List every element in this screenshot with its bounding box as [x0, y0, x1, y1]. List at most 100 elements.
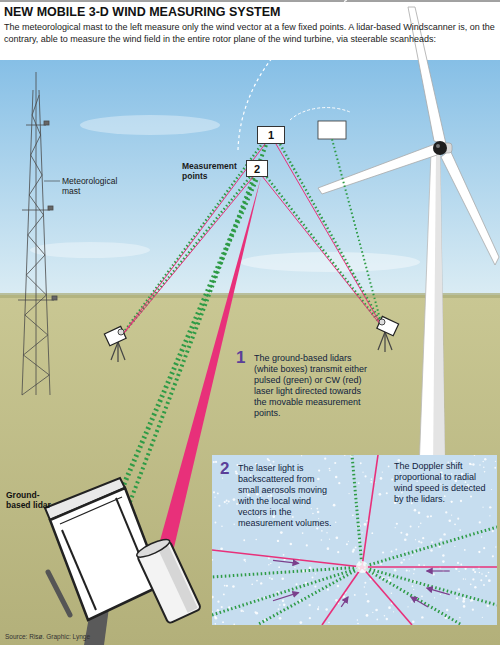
background — [0, 293, 500, 298]
inset-illustration — [451, 501, 453, 503]
inset-illustration — [318, 606, 319, 607]
inset-illustration — [446, 609, 448, 611]
callout-number: 1 — [258, 129, 284, 142]
inset-illustration — [422, 537, 424, 539]
inset-illustration — [312, 576, 314, 578]
laser-beams — [118, 177, 250, 340]
inset-illustration — [483, 467, 484, 468]
inset-illustration — [489, 515, 490, 516]
inset-illustration — [451, 501, 453, 503]
inset-illustration — [324, 458, 326, 460]
inset-illustration — [348, 541, 349, 542]
wind-turbine — [318, 121, 346, 139]
small-lidar — [104, 326, 126, 345]
inset-illustration — [255, 612, 258, 615]
inset-illustration — [406, 569, 408, 571]
inset-illustration — [273, 461, 275, 463]
inset-illustration — [463, 597, 466, 600]
inset-illustration — [434, 597, 435, 598]
inset-illustration — [364, 523, 367, 526]
inset-illustration — [326, 532, 327, 533]
inset-illustration — [417, 547, 419, 549]
inset-illustration — [224, 585, 226, 587]
inset-illustration — [317, 478, 320, 481]
inset-illustration — [357, 623, 359, 625]
inset-illustration — [281, 577, 284, 580]
meteorological-mast — [44, 181, 60, 182]
inset-illustration — [312, 513, 314, 515]
inset-illustration — [459, 529, 461, 531]
inset-illustration — [388, 577, 389, 578]
inset-illustration — [362, 567, 462, 625]
inset-illustration — [382, 551, 384, 553]
inset-illustration — [352, 455, 362, 567]
meteorological-mast — [22, 210, 50, 211]
inset-illustration — [302, 532, 304, 534]
wind-turbine — [433, 141, 447, 155]
inset-illustration — [335, 476, 338, 479]
inset-illustration — [213, 491, 215, 493]
inset-illustration — [431, 541, 433, 543]
inset-illustration — [316, 508, 318, 510]
inset-illustration — [371, 532, 373, 534]
inset-illustration — [344, 455, 345, 456]
inset-illustration — [283, 554, 285, 556]
inset-illustration — [215, 617, 218, 620]
measurement-box: 1 — [257, 126, 285, 144]
inset-illustration — [273, 560, 450, 607]
inset-illustration — [362, 472, 363, 473]
inset-illustration — [356, 561, 368, 573]
inset-illustration — [395, 549, 397, 551]
inset-illustration — [389, 579, 392, 582]
inset-illustration — [442, 560, 445, 563]
inset-illustration — [451, 514, 452, 515]
inset-illustration — [479, 464, 481, 466]
inset-illustration — [386, 618, 388, 620]
inset-illustration — [427, 570, 450, 571]
inset-illustration — [420, 522, 421, 523]
inset-illustration — [471, 599, 473, 601]
inset-illustration — [440, 594, 441, 595]
inset-illustration — [391, 592, 393, 594]
callout-number: 2 — [220, 460, 238, 478]
inset-illustration — [212, 550, 362, 567]
inset-illustration — [214, 497, 215, 498]
inset-illustration — [411, 597, 428, 607]
meteorological-mast — [52, 296, 57, 300]
inset-illustration — [474, 571, 476, 573]
inset-illustration — [212, 455, 497, 625]
inset-illustration — [479, 572, 480, 573]
inset-illustration — [367, 600, 370, 603]
inset-illustration — [488, 579, 491, 582]
inset-illustration — [406, 533, 409, 536]
inset-illustration — [215, 461, 217, 463]
inset-illustration — [372, 612, 373, 613]
small-lidar — [378, 332, 385, 350]
inset-illustration — [221, 606, 223, 608]
inset-illustration — [405, 551, 407, 553]
inset-illustration — [489, 506, 491, 508]
inset-illustration — [226, 500, 228, 502]
inset-illustration — [481, 536, 482, 537]
inset-illustration — [321, 530, 323, 532]
inset-illustration — [236, 503, 238, 505]
inset-illustration — [480, 579, 482, 581]
inset-illustration — [294, 567, 295, 568]
inset-illustration — [212, 455, 497, 625]
inset-illustration — [269, 577, 271, 579]
inset-illustration — [290, 543, 293, 546]
background — [30, 242, 150, 258]
callout-text: The ground-based lidars (white boxes) tr… — [254, 353, 376, 419]
laser-beams — [118, 144, 262, 340]
inset-illustration — [409, 558, 410, 559]
inset-illustration — [464, 568, 466, 570]
meteorological-mast — [26, 125, 46, 126]
wind-turbine — [436, 144, 440, 148]
inset-illustration — [445, 617, 448, 620]
inset-illustration — [346, 543, 348, 545]
inset-illustration — [488, 572, 490, 574]
inset-illustration — [309, 604, 311, 606]
inset-illustration — [302, 570, 305, 573]
inset-illustration — [379, 493, 382, 496]
inset-illustration — [492, 530, 494, 532]
